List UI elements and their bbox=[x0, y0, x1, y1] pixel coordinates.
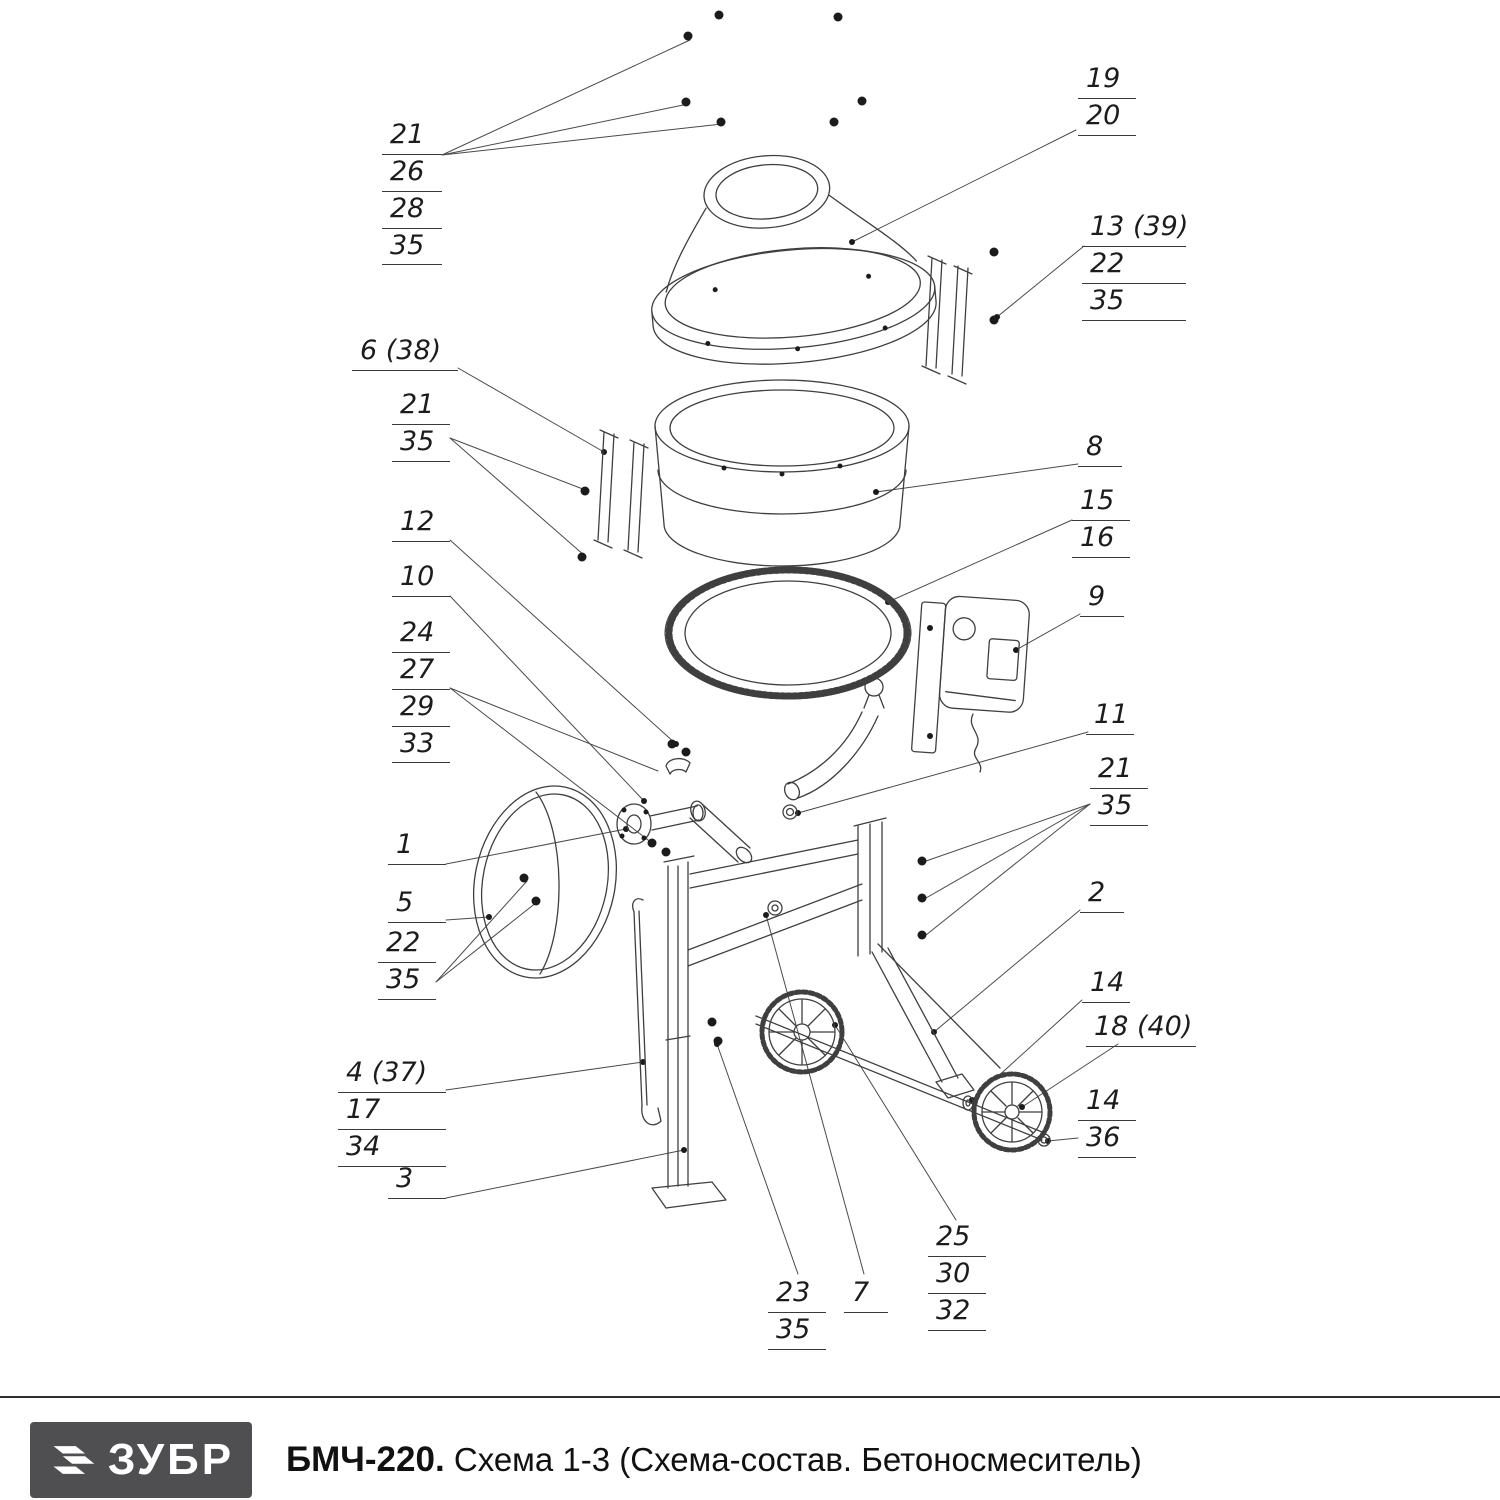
callout-number: 35 bbox=[382, 229, 442, 266]
callout-number: 19 bbox=[1078, 62, 1136, 99]
drawing-title: БМЧ-220. Схема 1-3 (Схема-состав. Бетоно… bbox=[286, 1440, 1142, 1480]
axle-washer-14 bbox=[962, 1095, 974, 1111]
callout-number: 21 bbox=[382, 118, 442, 155]
callout-number: 13 (39) bbox=[1082, 210, 1188, 247]
callout-number: 6 (38) bbox=[352, 334, 458, 371]
callout-brace: 2 bbox=[1080, 876, 1124, 913]
callout-number: 20 bbox=[1078, 99, 1136, 136]
motor bbox=[911, 595, 1030, 773]
leader-lines bbox=[435, 39, 1119, 1275]
bracket-right bbox=[921, 255, 973, 385]
callout-hub-flange: 1 bbox=[388, 828, 446, 865]
callout-number: 12 bbox=[392, 505, 450, 542]
hub-flange bbox=[616, 803, 652, 845]
callout-number: 22 bbox=[1082, 247, 1186, 284]
tie-rod bbox=[632, 898, 662, 1126]
callout-number: 4 (37) bbox=[338, 1056, 446, 1093]
callout-number: 11 bbox=[1086, 698, 1134, 735]
drum-top-cone bbox=[651, 154, 937, 365]
callout-number: 36 bbox=[1078, 1121, 1136, 1158]
callout-number: 35 bbox=[1090, 789, 1148, 826]
callout-number: 21 bbox=[1090, 752, 1148, 789]
callout-number: 27 bbox=[392, 653, 450, 690]
pivot-clamp-12 bbox=[665, 757, 691, 775]
callout-number: 9 bbox=[1080, 580, 1124, 617]
callout-number: 33 bbox=[392, 727, 450, 764]
handwheel bbox=[472, 785, 618, 979]
callout-number: 26 bbox=[382, 155, 442, 192]
callout-motor: 9 bbox=[1080, 580, 1124, 617]
callout-number: 35 bbox=[1082, 284, 1186, 321]
model-number: БМЧ-220. bbox=[286, 1440, 445, 1479]
wheel-inner bbox=[759, 989, 845, 1075]
brand-name: ЗУБР bbox=[107, 1435, 235, 1484]
callout-number: 23 bbox=[768, 1276, 826, 1313]
ring-gear bbox=[664, 566, 912, 700]
drawing-subtitle: Схема 1-3 (Схема-состав. Бетоносмеситель… bbox=[453, 1441, 1142, 1478]
callout-frame: 7 bbox=[844, 1276, 888, 1313]
drum-band bbox=[654, 379, 910, 567]
callout-number: 1 bbox=[388, 828, 446, 865]
callout-number: 29 bbox=[392, 690, 450, 727]
callout-number: 35 bbox=[378, 963, 436, 1000]
callout-number: 25 bbox=[928, 1220, 986, 1257]
callout-number: 3 bbox=[388, 1162, 446, 1199]
callout-number: 18 (40) bbox=[1086, 1010, 1196, 1047]
callout-number: 17 bbox=[338, 1093, 446, 1130]
callout-wheel: 18 (40) bbox=[1086, 1010, 1196, 1047]
callout-number: 16 bbox=[1072, 521, 1130, 558]
callout-number: 21 bbox=[392, 388, 450, 425]
bracket-left bbox=[593, 429, 649, 559]
callout-washer-14: 14 bbox=[1082, 966, 1130, 1003]
callout-number: 32 bbox=[928, 1294, 986, 1331]
tilt-pipe bbox=[689, 800, 753, 864]
callout-number: 35 bbox=[392, 425, 450, 462]
pivot-nut-11 bbox=[782, 804, 798, 820]
callout-number: 28 bbox=[382, 192, 442, 229]
callout-leg: 3 bbox=[388, 1162, 446, 1199]
callout-handwheel: 5 bbox=[388, 886, 446, 923]
callout-number: 24 bbox=[392, 616, 450, 653]
callout-number: 10 bbox=[392, 560, 450, 597]
axle-nut-14-36 bbox=[1037, 1133, 1051, 1147]
callout-number: 2 bbox=[1080, 876, 1124, 913]
zubr-logo-icon bbox=[53, 1446, 95, 1474]
callout-number: 14 bbox=[1078, 1084, 1136, 1121]
callout-bracket-left: 6 (38) bbox=[352, 334, 458, 371]
callout-number: 8 bbox=[1078, 430, 1122, 467]
callout-clamp: 12 bbox=[392, 505, 450, 542]
callout-number: 34 bbox=[338, 1130, 446, 1167]
callout-number: 22 bbox=[378, 926, 436, 963]
footer-divider bbox=[0, 1396, 1500, 1398]
tilt-lever bbox=[783, 677, 885, 801]
callout-number: 14 bbox=[1082, 966, 1130, 1003]
fastener-dots bbox=[519, 10, 999, 1046]
callout-number: 15 bbox=[1072, 484, 1130, 521]
footer: ЗУБР БМЧ-220. Схема 1-3 (Схема-состав. Б… bbox=[0, 1396, 1500, 1498]
callout-shaft: 10 bbox=[392, 560, 450, 597]
motor-cable bbox=[970, 713, 982, 773]
callout-number: 30 bbox=[928, 1257, 986, 1294]
callout-number: 7 bbox=[844, 1276, 888, 1313]
wheel-travel bbox=[971, 1071, 1053, 1153]
zubr-logo: ЗУБР bbox=[30, 1422, 252, 1498]
callout-nut-11: 11 bbox=[1086, 698, 1134, 735]
frame bbox=[651, 817, 1043, 1209]
callout-number: 5 bbox=[388, 886, 446, 923]
callout-drum-band: 8 bbox=[1078, 430, 1122, 467]
callout-number: 35 bbox=[768, 1313, 826, 1350]
